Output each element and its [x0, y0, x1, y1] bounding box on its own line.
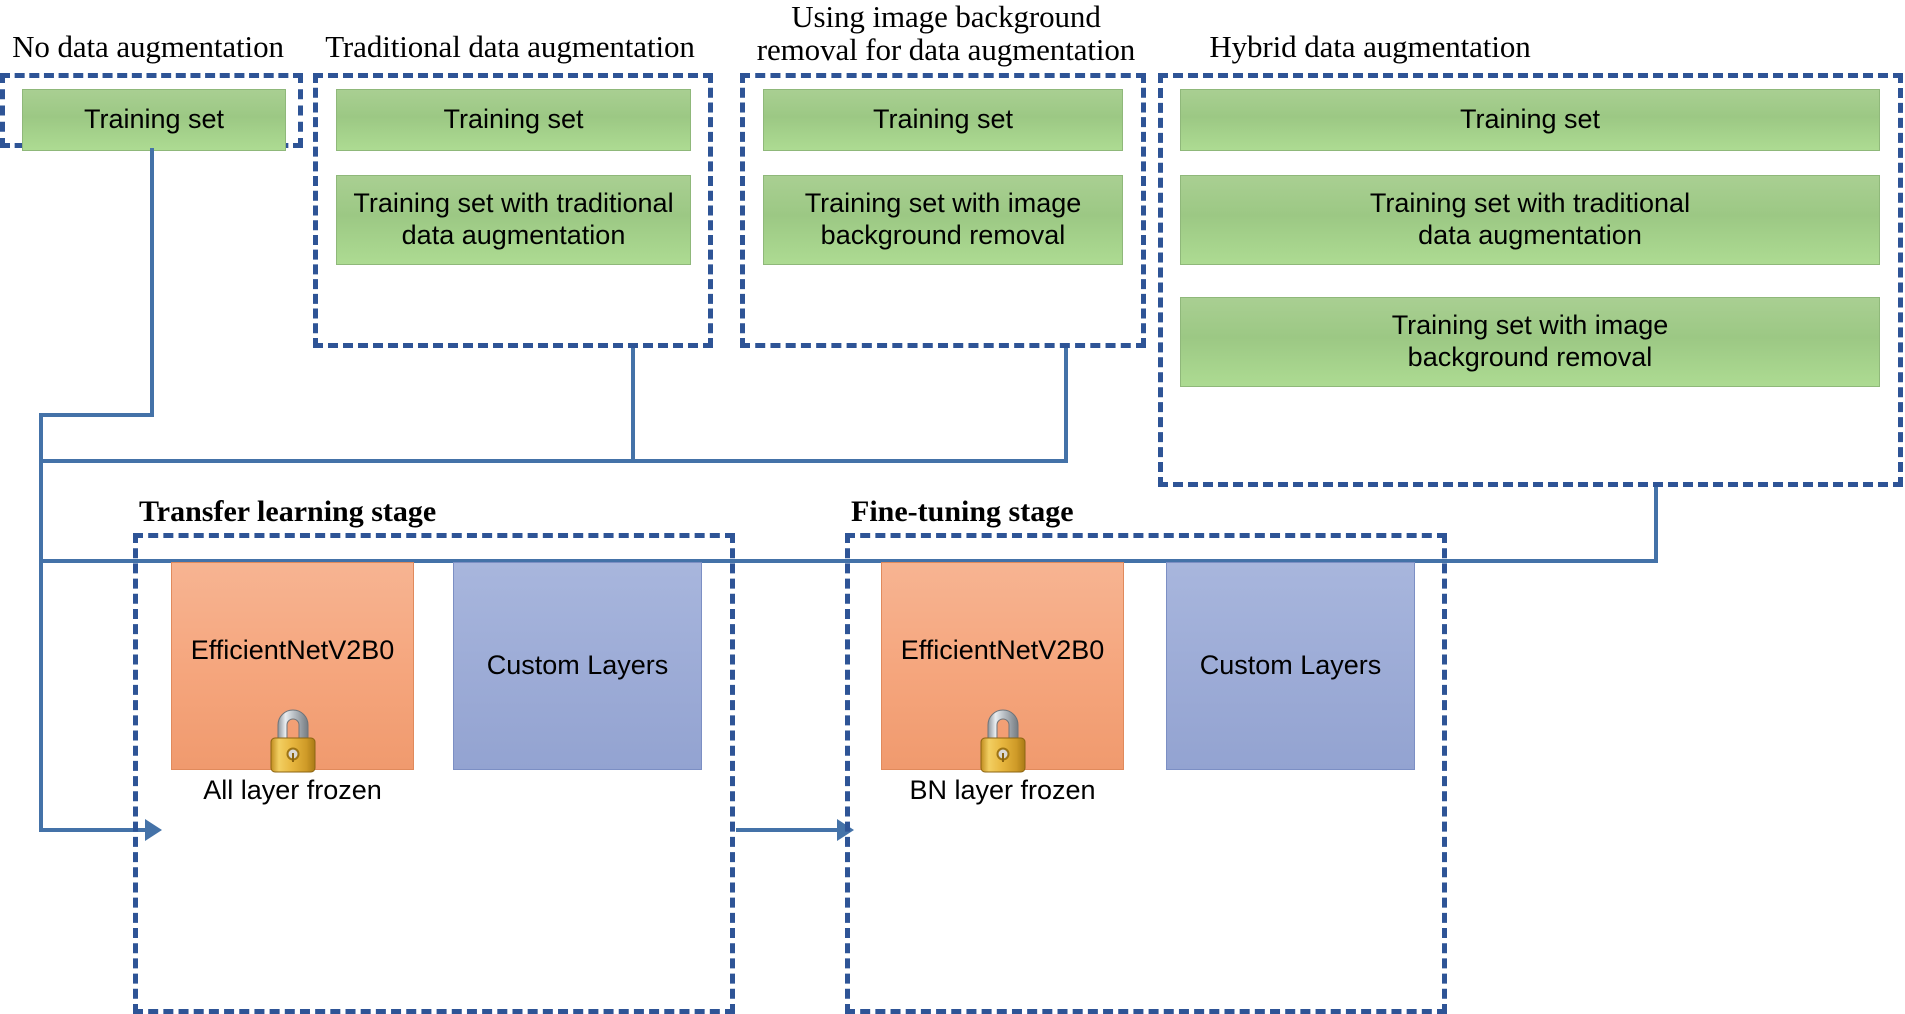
group-title-traditional: Traditional data augmentation [325, 29, 695, 64]
custom-layers-box-transfer: Custom Layers [453, 562, 702, 770]
model-box-efficientnetv2b0-finetune: EfficientNetV2B0 [881, 562, 1124, 770]
databox-training-set-g2: Training set [336, 89, 691, 151]
connector-drop-background-removal [1064, 348, 1068, 463]
group-title-background-removal: Using image background removal for data … [756, 0, 1136, 68]
databox-background-removal-g3: Training set with image background remov… [763, 175, 1123, 265]
databox-traditional-aug-g4: Training set with traditional data augme… [1180, 175, 1880, 265]
group-box-background-removal [740, 73, 1146, 348]
stage-box-transfer-learning [133, 533, 735, 1014]
padlock-icon-transfer [262, 703, 324, 775]
databox-background-removal-g4: Training set with image background remov… [1180, 297, 1880, 387]
stage-title-fine-tuning: Fine-tuning stage [851, 495, 1074, 528]
connector-trunk-to-transfer-stage [39, 828, 147, 832]
connector-elbow-no-augmentation [39, 413, 154, 417]
connector-rail-middle [39, 459, 635, 463]
connector-transfer-to-finetune [736, 828, 839, 832]
group-box-traditional [313, 73, 713, 348]
databox-training-set-g3: Training set [763, 89, 1123, 151]
group-box-hybrid [1158, 73, 1903, 487]
group-title-hybrid: Hybrid data augmentation [1209, 29, 1531, 64]
padlock-icon-finetune [972, 703, 1034, 775]
connector-trunk-vertical [39, 413, 43, 832]
arrowhead-into-transfer-stage [145, 819, 162, 841]
custom-layers-box-finetune: Custom Layers [1166, 562, 1415, 770]
databox-training-set-g1: Training set [22, 89, 286, 151]
connector-drop-hybrid [1654, 487, 1658, 563]
frozen-caption-transfer: All layer frozen [203, 775, 382, 805]
stage-title-transfer-learning: Transfer learning stage [139, 495, 437, 528]
databox-training-set-g4: Training set [1180, 89, 1880, 151]
stage-box-fine-tuning [845, 533, 1447, 1014]
group-title-no-augmentation: No data augmentation [12, 29, 284, 64]
frozen-caption-finetune: BN layer frozen [909, 775, 1096, 805]
databox-traditional-aug-g2: Training set with traditional data augme… [336, 175, 691, 265]
connector-drop-no-augmentation [150, 148, 154, 417]
connector-drop-traditional [631, 348, 635, 463]
connector-rail-middle-right [631, 459, 1068, 463]
